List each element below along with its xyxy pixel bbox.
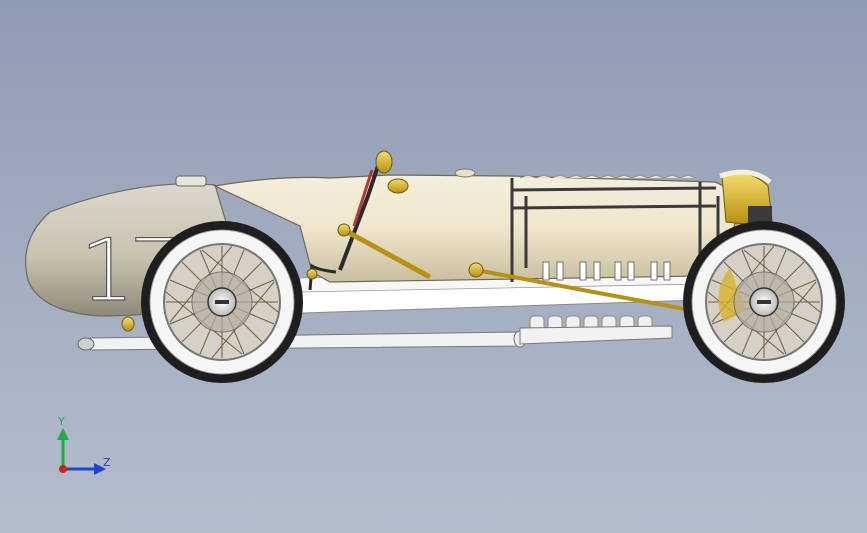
control-linkages [337,223,692,312]
coordinate-triad: Y Z [57,415,111,475]
y-axis-arrow-icon [57,428,69,440]
tail-cone: 17 [25,175,227,332]
engine-pins [542,261,671,281]
cockpit [306,150,409,291]
x-axis-dot-icon [59,465,67,473]
z-axis-arrow-icon [94,463,106,475]
y-axis-label: Y [57,415,65,428]
radiator-cowl [719,169,773,225]
front-wheel [683,221,845,383]
rear-wheel [141,221,303,383]
z-axis-label: Z [103,456,111,469]
